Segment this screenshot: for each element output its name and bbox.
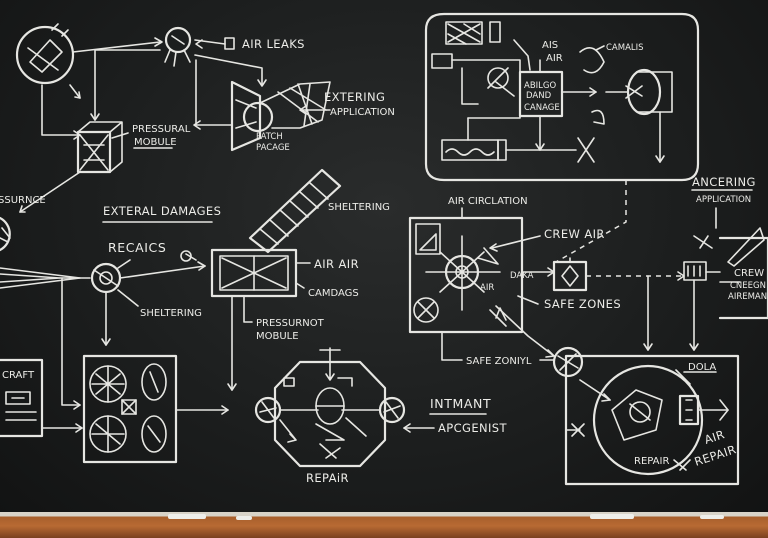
label-pressurnot: PRESSURNOT xyxy=(256,318,325,329)
label-abilgo: ABILGO xyxy=(524,81,556,91)
diagram-canvas: AIR LEAKS PRESSURAL MOBULE PATCH PACAGE … xyxy=(0,12,768,486)
dashed-link xyxy=(555,180,627,263)
label-dola: DOLA xyxy=(688,362,716,373)
label-ancering: ANCERING xyxy=(692,175,756,189)
label-apcgenist: APCGENIST xyxy=(438,421,508,435)
flow-arrow xyxy=(72,41,161,53)
label-sheltering-top: SHELTERING xyxy=(328,202,390,213)
label-pressural: PRESSURAL xyxy=(132,124,191,135)
label-recaics: RECAICS xyxy=(108,240,166,255)
label-aireman: AIREMAN xyxy=(728,292,767,302)
label-air-top: AIR xyxy=(546,53,563,64)
air-circulation-panel xyxy=(408,216,524,334)
label-application-right: APPLICATION xyxy=(696,195,751,205)
patch-package xyxy=(230,80,331,152)
label-sheltering-mid: SHELTERING xyxy=(140,308,202,319)
label-exteral-damages: EXTERAL DAMAGES xyxy=(103,204,221,218)
label-ssurnce: SSURNCE xyxy=(0,195,46,206)
label-air-air: AIR AIR xyxy=(314,257,359,271)
label-air-circlation: AIR CIRCLATION xyxy=(448,196,528,207)
label-mobule-2: MOBULE xyxy=(256,331,299,342)
connector xyxy=(194,54,263,85)
label-dand: DAND xyxy=(526,91,552,101)
edge-gauge xyxy=(0,216,11,252)
air-leak-valve xyxy=(164,26,192,67)
anchor-device xyxy=(683,227,768,320)
label-craft: CRAFT xyxy=(2,370,35,381)
label-safe-zoniyl: SAFE ZONIYL xyxy=(466,356,532,367)
shelter-panel xyxy=(248,168,342,254)
label-intmant: INTMANT xyxy=(430,396,491,411)
label-daka: DAKA xyxy=(510,271,534,281)
label-patch: PATCH xyxy=(256,132,283,142)
label-extering: EXTERING xyxy=(324,90,385,104)
repair-bay xyxy=(564,354,740,486)
label-air-right: AIR xyxy=(703,427,727,447)
label-application: APPLICATION xyxy=(330,107,395,118)
label-crew-right: CREW xyxy=(734,268,764,279)
chalk-ledge xyxy=(0,512,768,538)
sheltering-module-box xyxy=(210,248,298,298)
label-crew-air: CREW AIR xyxy=(544,227,605,241)
label-repair-center: REPAiR xyxy=(306,471,349,485)
label-canage: CANAGE xyxy=(524,103,560,113)
label-repair-right: REPAIR xyxy=(634,456,669,467)
label-air-leaks: AIR LEAKS xyxy=(242,37,305,51)
valve-assembly xyxy=(15,23,81,99)
label-pacage: PACAGE xyxy=(256,143,290,153)
label-cneegn: CNEEGN xyxy=(730,281,766,291)
label-air-small: AIR xyxy=(480,283,494,293)
label-camdags: CAMDAGS xyxy=(308,288,359,299)
craft-panel xyxy=(0,358,44,438)
system-frame xyxy=(424,12,700,182)
label-mobule: MOBULE xyxy=(134,137,177,148)
label-safe-zones: SAFE ZONES xyxy=(544,297,621,311)
label-ais: AIS xyxy=(542,40,558,51)
label-camalis: CAMALIS xyxy=(606,43,644,53)
repair-grid-module xyxy=(82,354,178,464)
satellite-dish xyxy=(552,346,584,378)
